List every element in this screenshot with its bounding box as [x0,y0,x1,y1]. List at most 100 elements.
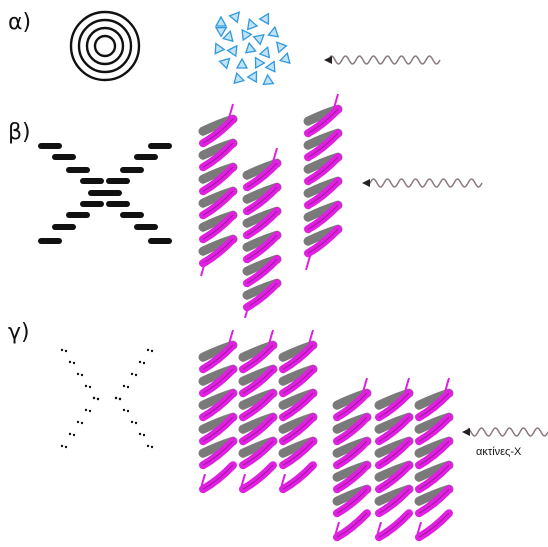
diffraction-spot [148,238,172,244]
helix-c4-front [333,509,371,542]
diffraction-spot [120,212,144,218]
diffraction-dot [76,420,80,424]
crystal-fragment [233,71,246,85]
diffraction-dot [126,409,130,413]
helix-c4-tail-top [362,377,368,393]
helix-c1-tail-top [228,329,234,345]
helix-c4-edge [336,440,368,466]
diffraction-dot [150,445,154,449]
helix-b2-edge [246,234,278,260]
crystal-fragment [275,41,288,54]
diffraction-dot [72,433,76,437]
helix-c4-tail-bot [334,521,340,537]
diffraction-dot [72,361,76,365]
crystal-fragment [258,46,271,59]
diffraction-spot [106,201,130,207]
helix-b3-edge [307,156,339,182]
helix-c5-edge [378,440,410,466]
helix-c1-tail-bot [200,473,206,489]
panel-c-label: γ) [8,320,30,345]
crystal-fragment [218,57,231,70]
panel-a-label: α) [8,10,32,35]
crystal-fragment [221,29,234,43]
wave-arrow-b [367,178,483,188]
helix-c3-edge [282,344,314,370]
diffraction-spot [98,190,122,196]
crystal-fragment [264,60,276,73]
helix-b1-edge [202,118,234,144]
helix-b1-tail-bot [200,261,206,277]
helix-c5-front [375,509,413,542]
helix-c4-edge [336,464,368,490]
helix-b1-edge [202,166,234,192]
crystal-fragment [214,26,228,38]
helix-c3-front [279,461,317,494]
diffraction-spot [66,212,90,218]
helix-c2-edge [242,464,274,490]
helix-b3-tail-top [333,93,339,109]
helix-b1-edge [202,238,234,264]
diffraction-spot [66,167,90,173]
diffraction-dot [84,384,88,388]
diffraction-dot [122,408,126,412]
helix-c1-edge [202,416,234,442]
crystal-fragment [252,33,265,46]
helix-c2-tail-top [268,329,274,345]
diffraction-dot [122,384,126,388]
diffraction-dot [146,444,150,448]
crystal-fragment [228,11,241,24]
helix-c3-edge [282,368,314,394]
helix-c4-edge [336,512,368,538]
helix-c2-edge [242,368,274,394]
helix-b1-edge [202,142,234,168]
diffraction-dot [126,385,130,389]
wave-arrow-c-head [462,428,470,436]
crystal-fragment [246,18,259,31]
helix-c4-edge [336,392,368,418]
diffraction-spot [80,178,104,184]
diffraction-spot [38,143,62,149]
helix-b3-edge [307,180,339,206]
diffraction-dot [134,421,138,425]
helix-b2-tail-top [272,147,278,163]
diffraction-ring [93,34,117,58]
crystal-fragment [244,41,257,54]
diffraction-dot [146,348,150,352]
helix-c3-edge [282,416,314,442]
diffraction-dot [114,396,118,400]
diffraction-ring [85,26,125,66]
helix-b3-tail-bot [305,255,311,271]
helix-b1-edge [202,214,234,240]
helix-c3-tail-top [308,329,314,345]
diffraction-dot [138,432,142,436]
helix-c2-edge [242,416,274,442]
helix-c2-tail-bot [240,473,246,489]
helix-c1-edge [202,392,234,418]
helix-c1-edge [202,368,234,394]
diffraction-dot [142,433,146,437]
helix-b3-edge [307,132,339,158]
diffraction-spot [106,178,130,184]
crystal-fragment [278,51,291,65]
helix-c1-edge [202,344,234,370]
helix-b2-tail-bot [244,303,250,319]
helix-b2-edge [246,210,278,236]
helix-c2-edge [242,344,274,370]
helix-c6-tail-top [444,377,450,393]
diffraction-spot [52,224,76,230]
diffraction-dot [68,360,72,364]
helix-b3-edge [307,108,339,134]
wave-arrow-a [329,55,441,65]
diffraction-dot [88,409,92,413]
wave-arrow-b-head [362,179,370,187]
crystal-fragment [226,44,238,58]
diffraction-dot [80,421,84,425]
crystal-fragment [258,12,270,26]
helix-c4-edge [336,416,368,442]
diffraction-dot [118,397,122,401]
helix-c4-edge [336,488,368,514]
diffraction-spot [38,238,62,244]
wave-arrow-a-head [324,56,332,64]
helix-c6-tail-bot [416,521,422,537]
